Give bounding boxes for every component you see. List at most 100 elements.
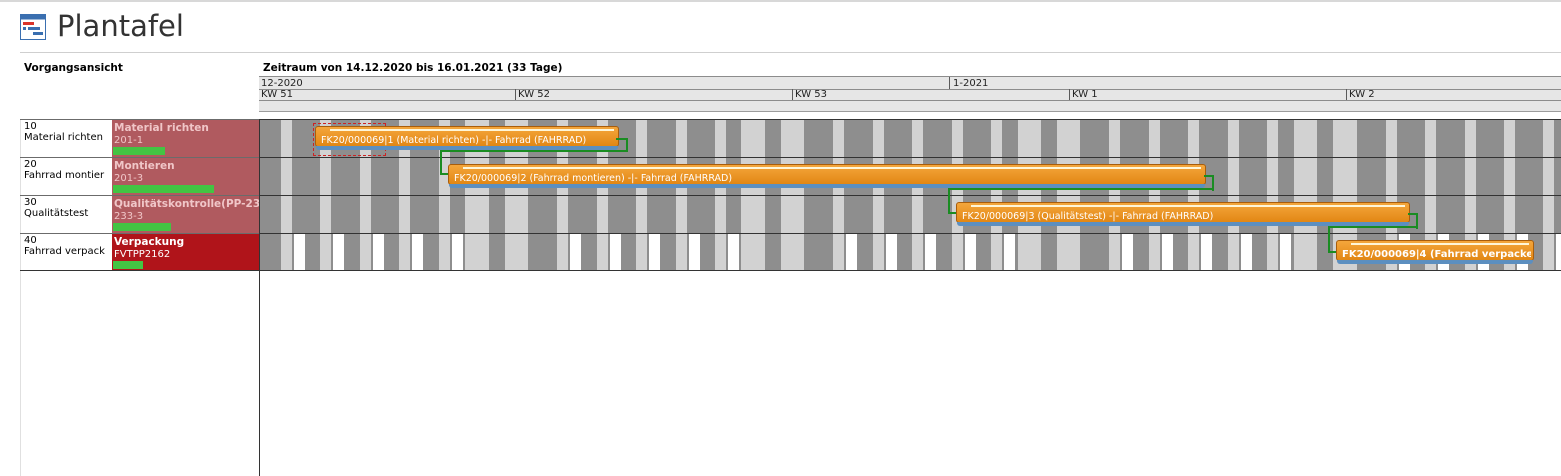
operation-name: Material richten <box>24 132 103 143</box>
gantt-bar-operation-40[interactable]: FK20/000069|4 (Fahrrad verpacke <box>1336 240 1534 264</box>
day-gap <box>1280 234 1292 271</box>
day-shade <box>359 234 371 271</box>
day-shade <box>1503 120 1515 157</box>
day-shade <box>951 120 963 157</box>
day-shade <box>675 120 687 157</box>
day-shade <box>636 120 648 157</box>
weekend-shade <box>1057 120 1081 157</box>
title-divider <box>20 52 1561 53</box>
day-shade <box>1188 120 1200 157</box>
day-shade <box>714 120 726 157</box>
day-shade <box>1109 120 1121 157</box>
day-shade <box>675 234 687 271</box>
weekend-shade <box>1017 234 1041 271</box>
work-center-operation: Material richten <box>114 122 209 134</box>
weekend-shade <box>504 196 529 233</box>
day-shade <box>399 158 411 195</box>
day-shade <box>557 234 569 271</box>
day-shade <box>1425 196 1437 233</box>
day-shade <box>320 158 332 195</box>
day-shade <box>912 120 924 157</box>
bar-label: FK20/000069|2 (Fahrrad montieren) -|- Fa… <box>454 173 733 184</box>
month-label: 1-2021 <box>953 78 989 89</box>
day-shade <box>1148 234 1160 271</box>
day-gap <box>1161 234 1173 271</box>
weekend-shade <box>1333 158 1357 195</box>
dependency-link <box>948 188 956 214</box>
weekend-shade <box>1293 120 1318 157</box>
operation-row-10[interactable]: 10 Material richten Material richten 201… <box>20 119 260 157</box>
day-shade <box>1425 120 1437 157</box>
dependency-link <box>440 150 448 175</box>
weekend-shade <box>780 234 805 271</box>
day-shade <box>1188 234 1200 271</box>
day-shade <box>1227 120 1239 157</box>
page-title: Plantafel <box>57 9 184 43</box>
gantt-bar-operation-30[interactable]: FK20/000069|3 (Qualitätstest) -|- Fahrra… <box>956 202 1410 226</box>
weekend-shade <box>465 234 489 271</box>
day-shade <box>438 196 450 233</box>
dependency-link <box>1328 226 1418 228</box>
day-shade <box>1425 158 1437 195</box>
day-shade <box>281 158 292 195</box>
day-shade <box>872 120 884 157</box>
day-gap <box>925 234 937 271</box>
operation-number: 30 <box>24 197 37 208</box>
dependency-link <box>1328 226 1336 253</box>
day-shade <box>399 196 411 233</box>
gantt-bar-operation-10[interactable]: FK20/000069|1 (Material richten) -|- Fah… <box>315 126 619 150</box>
day-shade <box>912 196 924 233</box>
work-center-operation: Montieren <box>114 160 175 172</box>
day-shade <box>557 196 569 233</box>
work-center-code: 201-3 <box>114 173 144 184</box>
dependency-link <box>1408 213 1418 229</box>
weekend-shade <box>1293 234 1318 271</box>
operation-name: Fahrrad verpack <box>24 246 105 257</box>
work-center-code: FVTPP2162 <box>114 249 171 260</box>
work-center-box[interactable]: Verpackung FVTPP2162 <box>112 234 260 271</box>
work-center-box[interactable]: Material richten 201-1 <box>112 120 260 157</box>
day-shade <box>1464 158 1476 195</box>
panel-divider[interactable] <box>259 119 260 476</box>
day-gap <box>1004 234 1016 271</box>
weekend-shade <box>504 234 529 271</box>
view-label: Vorgangsansicht <box>24 62 123 74</box>
operation-name: Qualitätstest <box>24 208 89 219</box>
gantt-bar-operation-20[interactable]: FK20/000069|2 (Fahrrad montieren) -|- Fa… <box>448 164 1206 188</box>
day-shade <box>359 158 371 195</box>
operation-name: Fahrrad montier <box>24 170 105 181</box>
weekend-shade <box>741 196 765 233</box>
day-shade <box>1227 234 1239 271</box>
day-shade <box>1385 158 1397 195</box>
work-center-code: 201-1 <box>114 135 144 146</box>
week-label: KW 1 <box>1072 89 1098 100</box>
work-center-box[interactable]: Montieren 201-3 <box>112 158 260 195</box>
day-shade <box>636 234 648 271</box>
day-shade <box>1543 196 1555 233</box>
day-shade <box>1267 234 1279 271</box>
operations-list: 10 Material richten Material richten 201… <box>20 119 260 271</box>
day-shade <box>281 120 292 157</box>
left-edge <box>20 119 21 476</box>
day-shade <box>1109 234 1121 271</box>
day-shade <box>833 120 845 157</box>
day-shade <box>1543 158 1555 195</box>
gantt-chart-icon <box>20 14 46 40</box>
operation-row-30[interactable]: 30 Qualitätstest Qualitätskontrolle(PP-2… <box>20 195 260 233</box>
day-gap <box>1122 234 1134 271</box>
bar-label: FK20/000069|4 (Fahrrad verpacke <box>1342 249 1531 260</box>
gantt-area[interactable]: FK20/000069|1 (Material richten) -|- Fah… <box>260 119 1561 271</box>
day-shade <box>833 234 845 271</box>
day-gap <box>1201 234 1213 271</box>
work-center-box[interactable]: Qualitätskontrolle(PP-233 233-3 <box>112 196 260 233</box>
day-shade <box>951 234 963 271</box>
day-shade <box>912 234 924 271</box>
operation-row-40[interactable]: 40 Fahrrad verpack Verpackung FVTPP2162 <box>20 233 260 271</box>
operation-row-20[interactable]: 20 Fahrrad montier Montieren 201-3 <box>20 157 260 195</box>
day-gap <box>727 234 739 271</box>
week-label: KW 2 <box>1349 89 1375 100</box>
day-shade <box>675 196 687 233</box>
timescale-header: 12-2020 1-2021 KW 51 KW 52 KW 53 KW 1 KW… <box>259 76 1561 112</box>
progress-bar <box>113 223 171 231</box>
day-gap <box>570 234 582 271</box>
